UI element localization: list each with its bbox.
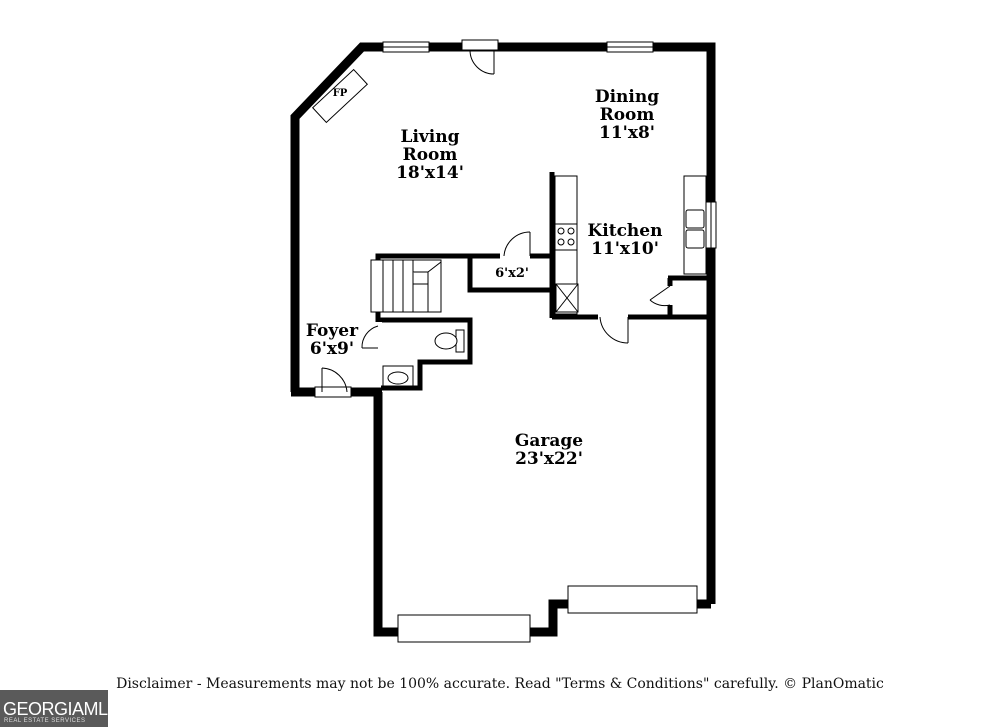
living-room-size: 18'x14' xyxy=(396,163,464,183)
kitchen-fixtures xyxy=(554,175,707,315)
door-pantry xyxy=(649,285,671,307)
doors xyxy=(321,39,671,393)
door-front xyxy=(321,367,348,393)
logo-subtext: REAL ESTATE SERVICES xyxy=(4,718,86,724)
garage-size: 23'x22' xyxy=(515,449,583,469)
door-patio xyxy=(461,39,499,75)
fireplace-label: FP xyxy=(333,88,348,99)
dining-room-label-line1: Dining xyxy=(595,87,659,107)
dining-room-size: 11'x8' xyxy=(599,123,655,143)
garage-left-wall xyxy=(373,392,398,637)
disclaimer-text: Disclaimer - Measurements may not be 100… xyxy=(116,676,884,692)
sink-a xyxy=(685,209,705,229)
sink-bath xyxy=(387,371,409,385)
georgia-mls-logo: GEORGIAMLS REAL ESTATE SERVICES xyxy=(0,690,120,727)
garage-doors xyxy=(397,585,698,643)
kitchen-size: 11'x10' xyxy=(591,239,659,259)
garage-door-left xyxy=(397,614,531,643)
closet-box xyxy=(467,256,552,293)
door-closet xyxy=(500,231,531,260)
living-room-label-line1: Living xyxy=(401,127,460,147)
living-room-label-line2: Room xyxy=(403,145,458,165)
closet-size: 6'x2' xyxy=(495,266,529,281)
door-foyer-bath xyxy=(361,322,382,349)
bath-walls xyxy=(378,317,473,391)
bath-fixtures xyxy=(382,329,465,387)
garage-door-right xyxy=(567,585,698,614)
door-garage xyxy=(599,316,629,344)
sink-b xyxy=(685,229,705,249)
kitchen-label: Kitchen xyxy=(588,221,663,241)
room-labels: Living Room 18'x14' Dining Room 11'x8' K… xyxy=(306,87,663,469)
windows xyxy=(314,41,717,398)
garage-bottom-right xyxy=(530,599,568,637)
stairs xyxy=(370,259,442,313)
foyer-label: Foyer xyxy=(306,321,359,341)
garage-label: Garage xyxy=(515,431,583,451)
logo-text: GEORGIAMLS xyxy=(3,699,120,719)
foyer-size: 6'x9' xyxy=(310,339,354,359)
window-foyer xyxy=(314,386,352,398)
fireplace: FP xyxy=(311,68,369,124)
stove-top xyxy=(554,223,578,251)
dining-room-label-line2: Room xyxy=(600,105,655,125)
toilet-bowl xyxy=(434,332,458,350)
